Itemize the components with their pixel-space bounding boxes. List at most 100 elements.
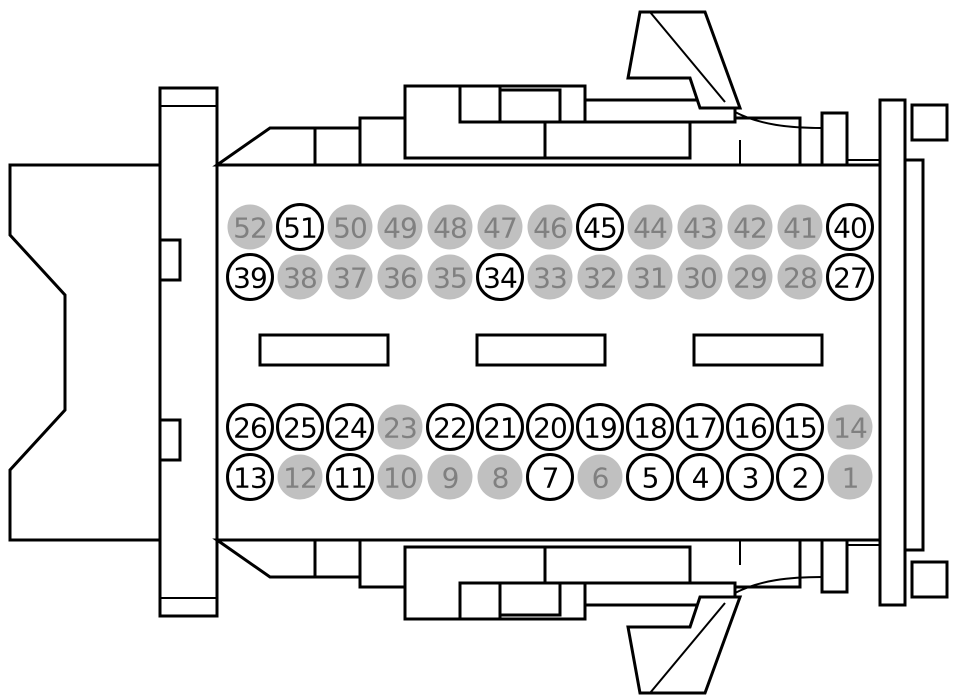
- pin-empty-marker: [277, 454, 323, 500]
- pin-label: 14: [833, 412, 867, 445]
- pin-empty-marker: [327, 204, 373, 250]
- pin-label: 24: [333, 412, 367, 445]
- pin-39: 39: [226, 253, 274, 301]
- pin-13: 13: [226, 453, 274, 501]
- pin-label: 1: [842, 462, 859, 495]
- pin-label: 36: [383, 262, 417, 295]
- pin-label: 25: [283, 412, 317, 445]
- pin-populated-marker: [676, 453, 724, 501]
- pin-33: 33: [527, 254, 573, 300]
- pin-empty-marker: [427, 254, 473, 300]
- pin-48: 48: [427, 204, 473, 250]
- pin-label: 52: [233, 212, 267, 245]
- slot-left: [258, 333, 390, 367]
- pin-24: 24: [326, 403, 374, 451]
- pin-empty-marker: [677, 254, 723, 300]
- pin-29: 29: [727, 254, 773, 300]
- pin-label: 50: [333, 212, 367, 245]
- pin-empty-marker: [777, 204, 823, 250]
- pin-37: 37: [327, 254, 373, 300]
- pin-51: 51: [276, 203, 324, 251]
- pin-19: 19: [576, 403, 624, 451]
- pin-label: 21: [483, 412, 517, 445]
- pin-populated-marker: [276, 203, 324, 251]
- pin-36: 36: [377, 254, 423, 300]
- pin-label: 33: [533, 262, 567, 295]
- pin-22: 22: [426, 403, 474, 451]
- pin-empty-marker: [227, 204, 273, 250]
- pin-label: 37: [333, 262, 367, 295]
- pin-label: 2: [792, 462, 809, 495]
- pin-label: 9: [442, 462, 459, 495]
- pin-label: 5: [642, 462, 659, 495]
- pin-populated-marker: [726, 453, 774, 501]
- pin-label: 28: [783, 262, 817, 295]
- pin-label: 16: [733, 412, 767, 445]
- pin-52: 52: [227, 204, 273, 250]
- pin-populated-marker: [226, 453, 274, 501]
- pin-label: 29: [733, 262, 767, 295]
- pin-8: 8: [477, 454, 523, 500]
- pin-label: 3: [742, 462, 759, 495]
- pin-label: 38: [283, 262, 317, 295]
- pin-32: 32: [577, 254, 623, 300]
- pin-38: 38: [277, 254, 323, 300]
- pin-4: 4: [676, 453, 724, 501]
- pin-empty-marker: [477, 204, 523, 250]
- pin-populated-marker: [776, 403, 824, 451]
- pin-label: 13: [233, 462, 267, 495]
- pin-label: 45: [583, 212, 617, 245]
- pin-empty-marker: [377, 204, 423, 250]
- pin-49: 49: [377, 204, 423, 250]
- pin-35: 35: [427, 254, 473, 300]
- pin-26: 26: [226, 403, 274, 451]
- pin-empty-marker: [577, 254, 623, 300]
- pin-empty-marker: [327, 254, 373, 300]
- pin-3: 3: [726, 453, 774, 501]
- pin-label: 7: [542, 462, 559, 495]
- pin-populated-marker: [826, 253, 874, 301]
- pin-empty-marker: [377, 404, 423, 450]
- pin-10: 10: [377, 454, 423, 500]
- pin-label: 30: [683, 262, 717, 295]
- pin-41: 41: [777, 204, 823, 250]
- pin-empty-marker: [527, 204, 573, 250]
- pin-label: 40: [833, 212, 867, 245]
- pin-populated-marker: [526, 453, 574, 501]
- pin-label: 23: [383, 412, 417, 445]
- pin-empty-marker: [527, 254, 573, 300]
- pin-populated-marker: [626, 453, 674, 501]
- pin-label: 8: [492, 462, 509, 495]
- pin-empty-marker: [777, 254, 823, 300]
- pin-label: 17: [683, 412, 717, 445]
- pin-label: 34: [483, 262, 517, 295]
- pin-label: 41: [783, 212, 817, 245]
- pin-empty-marker: [827, 404, 873, 450]
- pin-9: 9: [427, 454, 473, 500]
- pin-empty-marker: [627, 204, 673, 250]
- pin-43: 43: [677, 204, 723, 250]
- pin-50: 50: [327, 204, 373, 250]
- pin-7: 7: [526, 453, 574, 501]
- pin-populated-marker: [426, 403, 474, 451]
- pin-12: 12: [277, 454, 323, 500]
- pin-populated-marker: [826, 203, 874, 251]
- pin-populated-marker: [576, 403, 624, 451]
- slot-right: [692, 333, 824, 367]
- pin-21: 21: [476, 403, 524, 451]
- pin-populated-marker: [626, 403, 674, 451]
- pin-populated-marker: [226, 403, 274, 451]
- pin-label: 44: [633, 212, 667, 245]
- pin-populated-marker: [726, 403, 774, 451]
- pin-empty-marker: [627, 254, 673, 300]
- pin-populated-marker: [526, 403, 574, 451]
- pin-label: 20: [533, 412, 567, 445]
- bottom-latch: [212, 538, 823, 695]
- pin-2: 2: [776, 453, 824, 501]
- pin-30: 30: [677, 254, 723, 300]
- pin-label: 11: [333, 462, 367, 495]
- pin-label: 42: [733, 212, 767, 245]
- pin-label: 18: [633, 412, 667, 445]
